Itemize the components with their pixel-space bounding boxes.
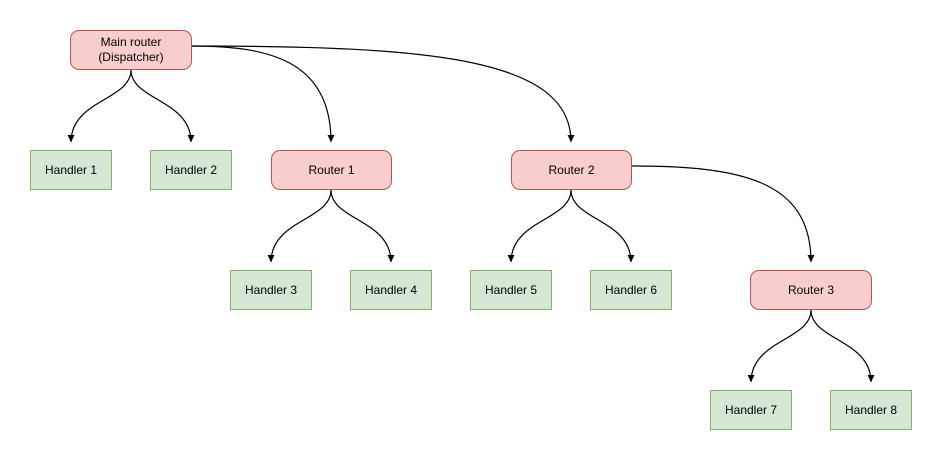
node-handler-2-label: Handler 2: [164, 162, 218, 177]
node-handler-1-label: Handler 1: [44, 162, 98, 177]
node-router-3[interactable]: Router 3: [750, 270, 872, 310]
node-handler-3-label: Handler 3: [244, 282, 298, 297]
edge-router-3-to-handler-7: [747, 309, 812, 383]
node-router-3-label: Router 3: [787, 282, 835, 297]
node-handler-8-label: Handler 8: [844, 402, 898, 417]
node-router-1-label: Router 1: [308, 162, 355, 177]
node-router-2-label: Router 2: [548, 162, 595, 177]
edge-router-2-to-router-3: [631, 165, 815, 263]
node-handler-6-label: Handler 6: [604, 282, 658, 297]
node-handler-2[interactable]: Handler 2: [150, 150, 232, 190]
edge-router-1-to-handler-4: [330, 189, 395, 263]
node-handler-7-label: Handler 7: [724, 402, 778, 417]
node-handler-5[interactable]: Handler 5: [470, 270, 552, 310]
edge-main-to-router-1: [191, 45, 335, 143]
edge-router-2-to-handler-5: [507, 189, 572, 263]
node-handler-5-label: Handler 5: [484, 282, 538, 297]
node-router-2[interactable]: Router 2: [511, 150, 632, 190]
node-handler-3[interactable]: Handler 3: [230, 270, 312, 310]
edge-main-to-handler-2: [130, 69, 195, 143]
node-main-router[interactable]: Main router (Dispatcher): [70, 30, 192, 70]
edge-router-2-to-handler-6: [570, 189, 635, 263]
node-handler-4[interactable]: Handler 4: [350, 270, 432, 310]
node-handler-1[interactable]: Handler 1: [30, 150, 112, 190]
node-handler-7[interactable]: Handler 7: [710, 390, 792, 430]
node-handler-6[interactable]: Handler 6: [590, 270, 672, 310]
edge-main-to-router-2: [191, 45, 575, 143]
node-main-router-label: Main router (Dispatcher): [98, 35, 164, 64]
edge-router-1-to-handler-3: [267, 189, 332, 263]
edge-router-3-to-handler-8: [810, 309, 875, 383]
node-router-1[interactable]: Router 1: [271, 150, 392, 190]
node-handler-8[interactable]: Handler 8: [830, 390, 912, 430]
edge-main-to-handler-1: [67, 69, 132, 143]
node-handler-4-label: Handler 4: [364, 282, 418, 297]
